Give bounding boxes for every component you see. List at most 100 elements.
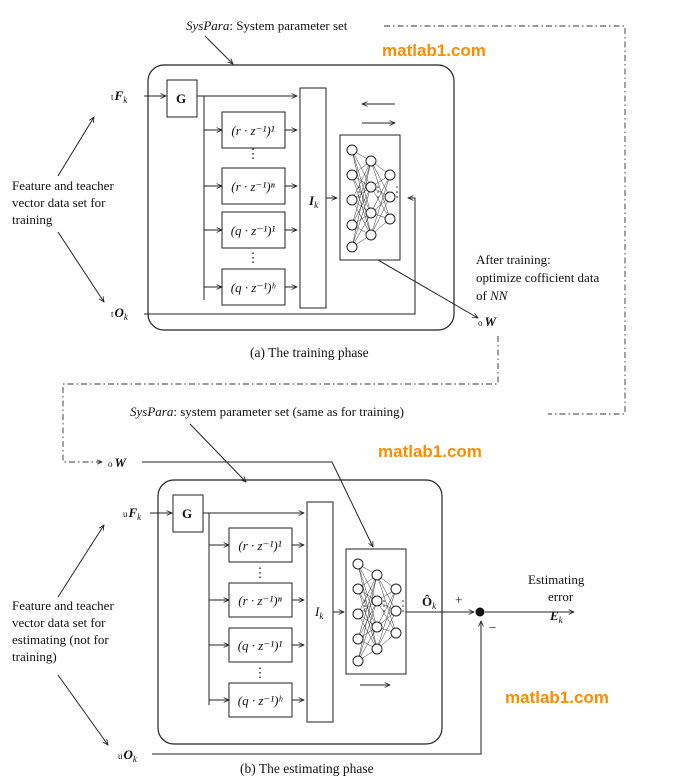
nn-node: [390, 583, 402, 595]
nn-connection: [351, 160, 372, 226]
nn-connection: [357, 574, 378, 640]
nn-node: [371, 621, 383, 633]
training-filter-box-4: [221, 268, 286, 306]
nn-ellipsis-dot: [402, 610, 404, 612]
nn-node: [346, 169, 358, 181]
nn-node: [390, 605, 402, 617]
estimating-g-box: [172, 494, 204, 533]
training-filter-dots-1: ⋮: [247, 146, 260, 161]
nn-ellipsis-dot: [402, 605, 404, 607]
estimating-ohat-label: Ôk: [422, 594, 437, 611]
training-feature-line-2: vector data set for: [12, 195, 106, 210]
training-feedback-dashline-middle: [62, 336, 499, 462]
nn-connection: [357, 574, 378, 615]
watermark-middle: matlab1.com: [378, 442, 482, 461]
nn-connection: [357, 626, 378, 662]
nn-ellipsis-dot: [377, 191, 379, 193]
estimating-syspara-arrow: [189, 423, 246, 482]
training-filter-label-4: (q · z⁻¹)ʰ: [231, 280, 277, 295]
nn-node: [352, 583, 364, 595]
nn-connection: [376, 588, 397, 628]
nn-connection: [370, 160, 391, 198]
nn-node: [390, 627, 402, 639]
training-after-line-3: of NN: [476, 288, 509, 303]
training-feature-arrow-down: [57, 231, 104, 302]
nn-ellipsis-dot: [364, 605, 366, 607]
nn-ellipsis-dot: [377, 196, 379, 198]
nn-ellipsis-dot: [358, 196, 360, 198]
training-filter-label-3: (q · z⁻¹)¹: [231, 223, 276, 238]
nn-ellipsis-dot: [377, 186, 379, 188]
estimating-ik-block: [306, 501, 334, 723]
training-ik-block: [299, 87, 327, 309]
estimating-minus-sign: −: [489, 620, 496, 635]
nn-connection: [351, 186, 372, 226]
training-feedback-dashline-top: [384, 25, 626, 415]
nn-ellipsis-dot: [364, 610, 366, 612]
training-after-line-1: After training:: [476, 252, 551, 267]
estimating-input-o-label: uOk: [118, 747, 138, 764]
estimating-error-line-1: Estimating: [528, 572, 585, 587]
nn-connection: [370, 160, 391, 220]
nn-node: [365, 207, 377, 219]
training-filter-label-1: (r · z⁻¹)¹: [231, 123, 274, 138]
nn-ellipsis-dot: [383, 600, 385, 602]
nn-node: [346, 219, 358, 231]
training-neural-network: [346, 144, 398, 253]
nn-node: [352, 558, 364, 570]
nn-node: [371, 569, 383, 581]
nn-node: [371, 643, 383, 655]
nn-connection: [370, 196, 391, 236]
nn-node: [352, 608, 364, 620]
nn-connection: [357, 563, 378, 628]
estimating-feature-line-3: estimating (not for: [12, 632, 109, 647]
nn-node: [365, 229, 377, 241]
training-feature-line-1: Feature and teacher: [12, 178, 114, 193]
nn-ellipsis-dot: [396, 191, 398, 193]
training-teacher-line: [144, 198, 416, 315]
estimating-feature-line-2: vector data set for: [12, 615, 106, 630]
estimating-filter-dots-1: ⋮: [254, 565, 267, 580]
nn-connection: [351, 174, 372, 214]
nn-ellipsis-dot: [402, 600, 404, 602]
nn-ellipsis-dot: [383, 605, 385, 607]
estimating-syspara-label: SysPara: system parameter set (same as f…: [130, 404, 404, 419]
training-syspara-arrow: [204, 35, 233, 64]
nn-node: [365, 181, 377, 193]
training-phase: SysPara: System parameter set tFk tOk G …: [12, 18, 626, 462]
nn-connection: [370, 186, 391, 220]
nn-connection: [357, 574, 378, 662]
estimating-g-label: G: [182, 506, 192, 521]
estimating-error-line-2: error: [548, 589, 574, 604]
nn-connection: [357, 600, 378, 640]
estimating-plus-sign: +: [455, 592, 462, 607]
training-caption: (a) The training phase: [250, 345, 369, 360]
nn-node: [384, 191, 396, 203]
estimating-feature-line-1: Feature and teacher: [12, 598, 114, 613]
estimating-feature-arrow-down: [57, 674, 108, 745]
nn-node: [352, 655, 364, 667]
training-input-o-label: tOk: [111, 305, 129, 322]
estimating-filter-label-1: (r · z⁻¹)¹: [238, 538, 281, 553]
estimating-summing-junction: [475, 607, 485, 617]
training-g-box: [166, 79, 198, 118]
training-output-arrow: [377, 259, 478, 318]
training-after-line-2: optimize cofficient data: [476, 270, 599, 285]
estimating-error-label: Ek: [549, 608, 564, 625]
nn-connection: [370, 174, 391, 236]
nn-connection: [357, 563, 378, 602]
training-feature-arrow-up: [57, 117, 94, 177]
nn-connection: [351, 160, 372, 201]
nn-connection: [376, 610, 397, 650]
estimating-teacher-line: [152, 621, 481, 755]
nn-connection: [351, 149, 372, 214]
estimating-feature-arrow-up: [57, 525, 104, 598]
estimating-feature-line-4: training): [12, 649, 57, 664]
estimating-filter-label-3: (q · z⁻¹)¹: [238, 638, 283, 653]
nn-connection: [357, 588, 378, 628]
nn-node: [365, 155, 377, 167]
training-syspara-label: SysPara: System parameter set: [186, 18, 348, 33]
